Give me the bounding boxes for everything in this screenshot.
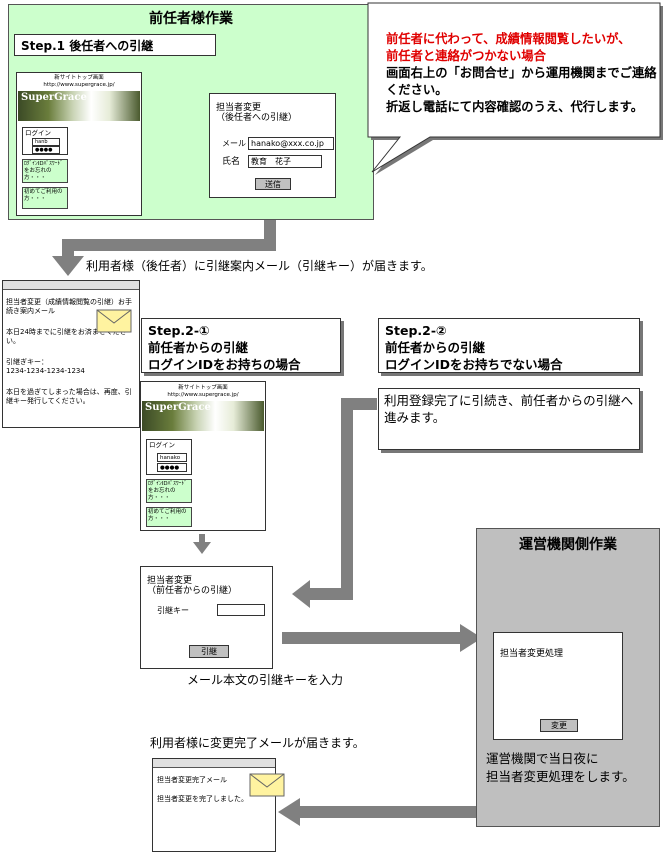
- handover-form-1: 担当者変更 （後任者への引継） メール hanako@xxx.co.jp 氏名 …: [209, 93, 336, 198]
- ops-note: 運営機関で当日夜に 担当者変更処理をします。: [486, 750, 658, 786]
- name-label: 氏名: [222, 157, 241, 167]
- site-mockup-2: 新サイトトップ画面 http://www.supergrace.jp/ Supe…: [140, 381, 266, 531]
- mail-label: メール: [222, 139, 246, 148]
- mail-2-titlebar: [153, 759, 275, 768]
- site2-title: 新サイトトップ画面: [178, 385, 228, 391]
- site-banner: SuperGrace: [18, 91, 140, 121]
- forgot-link-2[interactable]: ﾛｸﾞｲﾝIDﾊﾟｽﾜｰﾄﾞをお忘れの方・・・: [146, 479, 192, 503]
- step2-1-line2: ログインIDをお持ちの場合: [148, 357, 301, 372]
- mail-1-titlebar: [3, 281, 139, 290]
- flow-text-handover-mail: 利用者様（後任者）に引継案内メール（引継キー）が届きます。: [86, 259, 433, 273]
- login2-pw-field[interactable]: ●●●●: [157, 463, 187, 472]
- callout-line-3: 画面右上の「お問合せ」から運用機関までご連絡ください。: [386, 66, 657, 97]
- step1-panel-title: 前任者様作業: [149, 11, 233, 27]
- send-button[interactable]: 送信: [255, 178, 291, 190]
- form2-subtitle: （前任者からの引継）: [147, 586, 238, 596]
- ops-panel-title: 運営機関側作業: [519, 537, 617, 553]
- callout-text: 前任者に代わって、成績情報閲覧したいが、 前任者と連絡がつかない場合 画面右上の…: [386, 31, 658, 116]
- callout-red-2: 前任者と連絡がつかない場合: [386, 49, 546, 63]
- login2-label: ログイン: [149, 441, 175, 449]
- step2-1-line1: 前任者からの引継: [148, 340, 249, 355]
- site-title: 新サイトトップ画面: [54, 75, 104, 81]
- ops-screen: 担当者変更処理 変更: [493, 632, 623, 740]
- login-box-2: ログイン hanako ●●●●: [146, 439, 192, 475]
- brand-logo: SuperGrace: [21, 92, 87, 103]
- mail-1-key-value: 1234-1234-1234-1234: [6, 367, 85, 375]
- site-url: http://www.supergrace.jp/: [43, 82, 115, 88]
- callout-line-4: 折返し電話にて内容確認のうえ、代行します。: [386, 100, 644, 114]
- login-pw-field[interactable]: ●●●●: [32, 146, 60, 154]
- ops-screen-title: 担当者変更処理: [500, 649, 564, 659]
- form2-key-label: 引継キー: [157, 606, 189, 615]
- ops-note-2: 担当者変更処理をします。: [486, 769, 635, 784]
- site-mockup-1: 新サイトトップ画面 http://www.supergrace.jp/ Supe…: [16, 72, 142, 216]
- caption-enter-key: メール本文の引継キーを入力: [187, 673, 344, 687]
- callout-bubble: [367, 2, 663, 175]
- mail-1-key-label: 引継ぎキー：: [6, 358, 48, 366]
- brand-logo-2: SuperGrace: [145, 402, 211, 413]
- login-id-field[interactable]: hanb: [32, 138, 60, 146]
- site2-banner: SuperGrace: [142, 401, 264, 431]
- step2-2-line1: 前任者からの引継: [385, 340, 486, 355]
- step2-2-line2: ログインIDをお持ちでない場合: [385, 357, 563, 372]
- form2-key-input[interactable]: [217, 604, 265, 616]
- form-subtitle: （後任者への引継）: [216, 113, 298, 123]
- step2-2-number: Step.2-②: [385, 323, 447, 338]
- step2-1-label: Step.2-① 前任者からの引継 ログインIDをお持ちの場合: [141, 318, 341, 373]
- handover-button[interactable]: 引継: [189, 645, 229, 658]
- form-title: 担当者変更: [216, 103, 262, 113]
- step2-2-label: Step.2-② 前任者からの引継 ログインIDをお持ちでない場合: [378, 318, 640, 373]
- envelope-icon: [96, 309, 132, 333]
- ops-note-1: 運営機関で当日夜に: [486, 751, 599, 766]
- flow-text-complete-mail: 利用者様に変更完了メールが届きます。: [150, 736, 365, 750]
- envelope-icon-2: [249, 773, 285, 797]
- change-button[interactable]: 変更: [540, 719, 578, 732]
- mail-1-note: 本日を過ぎてしまった場合は、再度、引継キー発行してください。: [6, 388, 132, 405]
- first-time-link-2[interactable]: 初めてご利用の方・・・: [146, 507, 192, 527]
- mail-2-body: 担当者変更を完了しました。: [157, 795, 248, 803]
- step1-label: Step.1 後任者への引継: [14, 34, 216, 56]
- mail-2-subject: 担当者変更完了メール: [157, 776, 227, 784]
- login-label: ログイン: [25, 129, 51, 137]
- name-input[interactable]: 教育 花子: [248, 155, 322, 168]
- handover-form-2: 担当者変更 （前任者からの引継） 引継キー 引継: [140, 566, 273, 669]
- callout-red-1: 前任者に代わって、成績情報閲覧したいが、: [386, 32, 631, 46]
- site2-url: http://www.supergrace.jp/: [167, 392, 239, 398]
- mail-1: 担当者変更（成績情報閲覧の引継）お手続き案内メール 本日24時までに引継をお済ま…: [2, 280, 140, 428]
- forgot-link[interactable]: ﾛｸﾞｲﾝIDﾊﾟｽﾜｰﾄﾞをお忘れの方・・・: [22, 159, 68, 183]
- login-box: ログイン hanb ●●●●: [22, 127, 68, 155]
- first-time-link[interactable]: 初めてご利用の方・・・: [22, 187, 68, 209]
- form2-title: 担当者変更: [147, 576, 193, 586]
- login2-id-field[interactable]: hanako: [157, 453, 187, 462]
- step2-2-note: 利用登録完了に引続き、前任者からの引継へ進みます。: [378, 388, 640, 450]
- step2-1-number: Step.2-①: [148, 323, 210, 338]
- mail-input[interactable]: hanako@xxx.co.jp: [248, 137, 334, 150]
- mail-1-deadline: 本日24時までに引継をお済ませください。: [6, 328, 127, 345]
- mail-2: 担当者変更完了メール 担当者変更を完了しました。: [152, 758, 276, 852]
- mail-1-subject: 担当者変更（成績情報閲覧の引継）お手続き案内メール: [6, 298, 132, 315]
